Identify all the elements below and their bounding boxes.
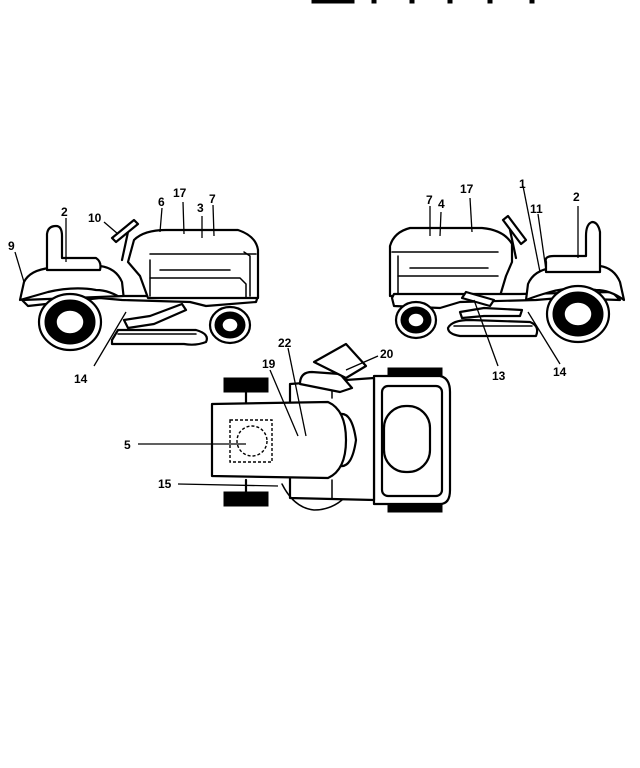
label-3-left: 3 bbox=[197, 201, 204, 215]
label-4-right: 4 bbox=[438, 197, 445, 211]
right-view-labels: 7 4 17 1 11 2 13 14 bbox=[426, 177, 580, 383]
left-mower-deck bbox=[110, 328, 208, 346]
label-17-right: 17 bbox=[460, 182, 474, 196]
top-discharge-chute bbox=[312, 342, 368, 380]
label-1-right: 1 bbox=[519, 177, 526, 191]
left-hood bbox=[126, 228, 260, 300]
label-14-left: 14 bbox=[74, 372, 88, 386]
top-hood bbox=[210, 400, 348, 480]
label-2-right: 2 bbox=[573, 190, 580, 204]
label-17-left: 17 bbox=[173, 186, 187, 200]
label-2-left: 2 bbox=[61, 205, 68, 219]
label-14-right: 14 bbox=[553, 365, 567, 379]
label-7-left: 7 bbox=[209, 192, 216, 206]
tractor-top-view bbox=[138, 342, 452, 513]
left-view-labels: 9 2 10 6 17 3 7 14 bbox=[8, 186, 216, 386]
top-seat bbox=[382, 404, 432, 474]
label-22-top: 22 bbox=[278, 336, 292, 350]
right-seat bbox=[544, 220, 602, 274]
left-seat bbox=[45, 224, 102, 272]
label-20-top: 20 bbox=[380, 347, 394, 361]
tractor-left-side-view bbox=[14, 201, 260, 367]
label-7-right: 7 bbox=[426, 193, 433, 207]
label-10-left: 10 bbox=[88, 211, 102, 225]
label-9-left: 9 bbox=[8, 239, 15, 253]
label-11-right: 11 bbox=[530, 202, 543, 216]
label-19-top: 19 bbox=[262, 357, 276, 371]
label-6-left: 6 bbox=[158, 195, 165, 209]
top-edge-marks bbox=[311, 0, 535, 4]
label-13-right: 13 bbox=[492, 369, 506, 383]
right-hood bbox=[388, 226, 514, 298]
label-5-top: 5 bbox=[124, 438, 131, 452]
label-15-top: 15 bbox=[158, 477, 172, 491]
right-mower-deck bbox=[446, 318, 539, 338]
left-rear-fender bbox=[18, 264, 126, 302]
top-view-labels: 22 19 20 5 15 bbox=[124, 336, 394, 491]
tractor-right-side-view bbox=[388, 185, 626, 367]
